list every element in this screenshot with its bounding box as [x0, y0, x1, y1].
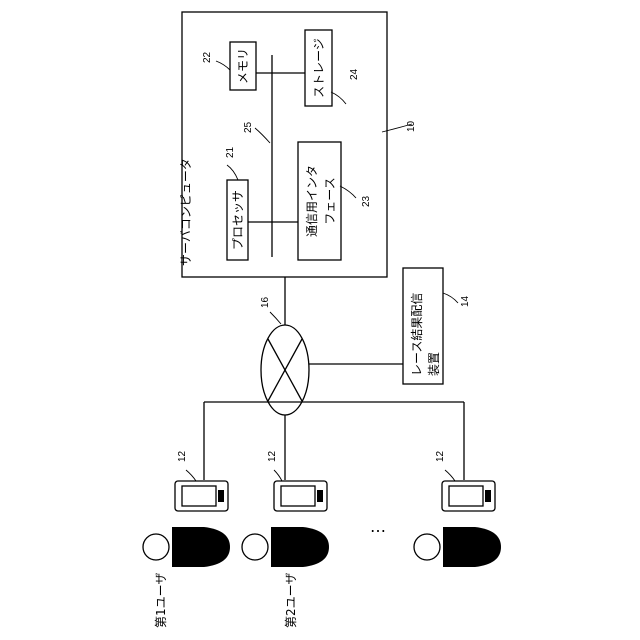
terminal-screen	[281, 486, 315, 506]
terminal: 12	[435, 450, 495, 511]
comm-interface-label-line1: 通信用インタ	[305, 165, 319, 237]
user-figure	[242, 527, 329, 567]
server-computer-box	[182, 12, 387, 277]
user-head	[242, 534, 268, 560]
memory-label: メモリ	[236, 48, 250, 84]
comm-interface-label-line2: フェース	[323, 177, 337, 224]
terminal: 12	[175, 450, 228, 511]
terminal-ref: 12	[435, 450, 446, 462]
terminal-screen	[182, 486, 216, 506]
terminal-screen	[449, 486, 483, 506]
processor-label: プロセッサ	[231, 190, 245, 250]
user-body	[271, 527, 329, 567]
memory-ref: 22	[202, 51, 213, 63]
race-distribution-label-line1: レース結果配信	[410, 293, 424, 376]
terminal-button	[485, 490, 491, 502]
terminal: 12	[267, 450, 327, 511]
user-figure	[414, 527, 501, 567]
storage-label: ストレージ	[312, 38, 326, 98]
comm-interface-ref: 23	[361, 195, 372, 207]
terminal-ref: 12	[267, 450, 278, 462]
ellipsis: …	[370, 517, 386, 536]
terminal-ref-leader	[445, 470, 455, 481]
server-computer-label: サーバコンピュータ	[179, 158, 193, 266]
storage-ref: 24	[349, 68, 360, 80]
network-ref: 16	[260, 296, 271, 308]
terminal-button	[218, 490, 224, 502]
terminal-button	[317, 490, 323, 502]
user-head	[414, 534, 440, 560]
race-distribution-device: レース結果配信 装置 14	[403, 268, 471, 384]
server-ref: 10	[406, 120, 417, 132]
race-distribution-ref-leader	[443, 293, 458, 303]
user-2-label: 第2ユーザ	[284, 573, 298, 628]
user-body	[172, 527, 230, 567]
user-head	[143, 534, 169, 560]
race-distribution-ref: 14	[460, 295, 471, 307]
terminal-ref: 12	[177, 450, 188, 462]
user-1-label: 第1ユーザ	[154, 573, 168, 628]
terminal-ref-leader	[274, 470, 282, 481]
user-body	[443, 527, 501, 567]
terminal-ref-leader	[186, 470, 196, 481]
processor-ref: 21	[225, 146, 236, 158]
race-distribution-label-line2: 装置	[427, 352, 441, 376]
bus-ref: 25	[243, 121, 254, 133]
user-figure	[143, 527, 230, 567]
network-ref-leader	[270, 312, 281, 324]
